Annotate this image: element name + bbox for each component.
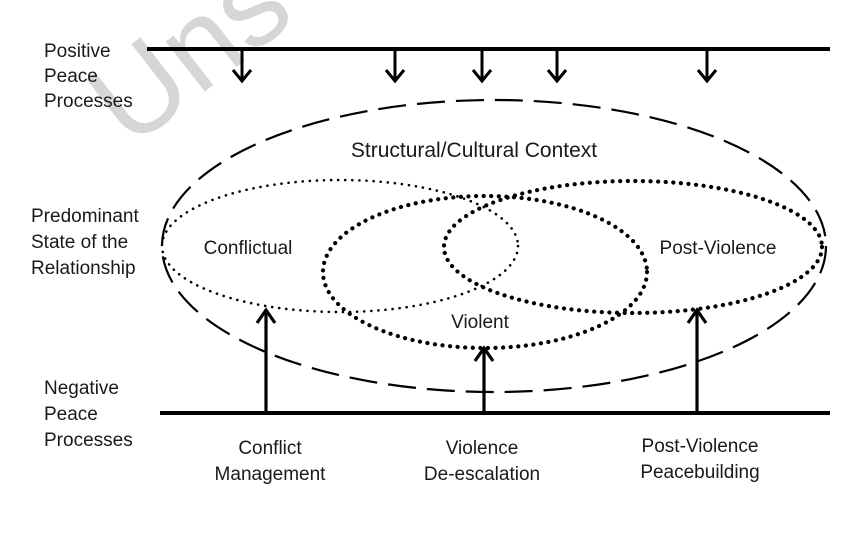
up-arrow-post-violence-peacebuilding <box>686 307 708 413</box>
context-label: Structural/Cultural Context <box>351 139 597 162</box>
down-arrow-3 <box>471 49 493 84</box>
violent-ellipse <box>320 193 650 351</box>
process-1-line-2: Management <box>215 464 327 485</box>
down-arrow-5 <box>696 49 718 84</box>
process-1-line-1: Conflict <box>238 438 302 459</box>
down-arrow-2 <box>384 49 406 84</box>
positive-peace-arrows <box>231 49 718 84</box>
predominant-state-label: Predominant State of the Relationship <box>31 206 139 279</box>
conflictual-label: Conflictual <box>204 238 293 259</box>
process-3-line-2: Peacebuilding <box>640 462 759 483</box>
watermark-text: Uns <box>64 0 315 170</box>
positive-peace-label: Positive Peace Processes <box>44 41 133 112</box>
down-arrow-1 <box>231 49 253 84</box>
up-arrow-conflict-management <box>255 307 277 413</box>
process-label-violence-de-escalation: Violence De-escalation <box>424 438 540 485</box>
negative-label-line-3: Processes <box>44 430 133 451</box>
negative-peace-arrows <box>255 307 708 413</box>
post-violence-label: Post-Violence <box>660 238 777 259</box>
process-label-conflict-management: Conflict Management <box>215 438 327 485</box>
process-label-post-violence-peacebuilding: Post-Violence Peacebuilding <box>640 436 759 483</box>
predominant-label-line-1: Predominant <box>31 206 139 227</box>
process-2-line-1: Violence <box>446 438 519 459</box>
context-ellipse <box>160 98 828 394</box>
predominant-label-line-2: State of the <box>31 232 128 253</box>
process-2-line-2: De-escalation <box>424 464 540 485</box>
process-3-line-1: Post-Violence <box>642 436 759 457</box>
positive-label-line-1: Positive <box>44 41 111 62</box>
positive-label-line-3: Processes <box>44 91 133 112</box>
negative-label-line-2: Peace <box>44 404 98 425</box>
negative-peace-label: Negative Peace Processes <box>44 378 133 451</box>
predominant-label-line-3: Relationship <box>31 258 136 279</box>
violent-label: Violent <box>451 312 509 333</box>
up-arrow-violence-de-escalation <box>473 345 495 413</box>
down-arrow-4 <box>546 49 568 84</box>
positive-label-line-2: Peace <box>44 66 98 87</box>
negative-label-line-1: Negative <box>44 378 119 399</box>
post-violence-ellipse <box>441 178 825 316</box>
conflictual-ellipse <box>160 178 520 314</box>
